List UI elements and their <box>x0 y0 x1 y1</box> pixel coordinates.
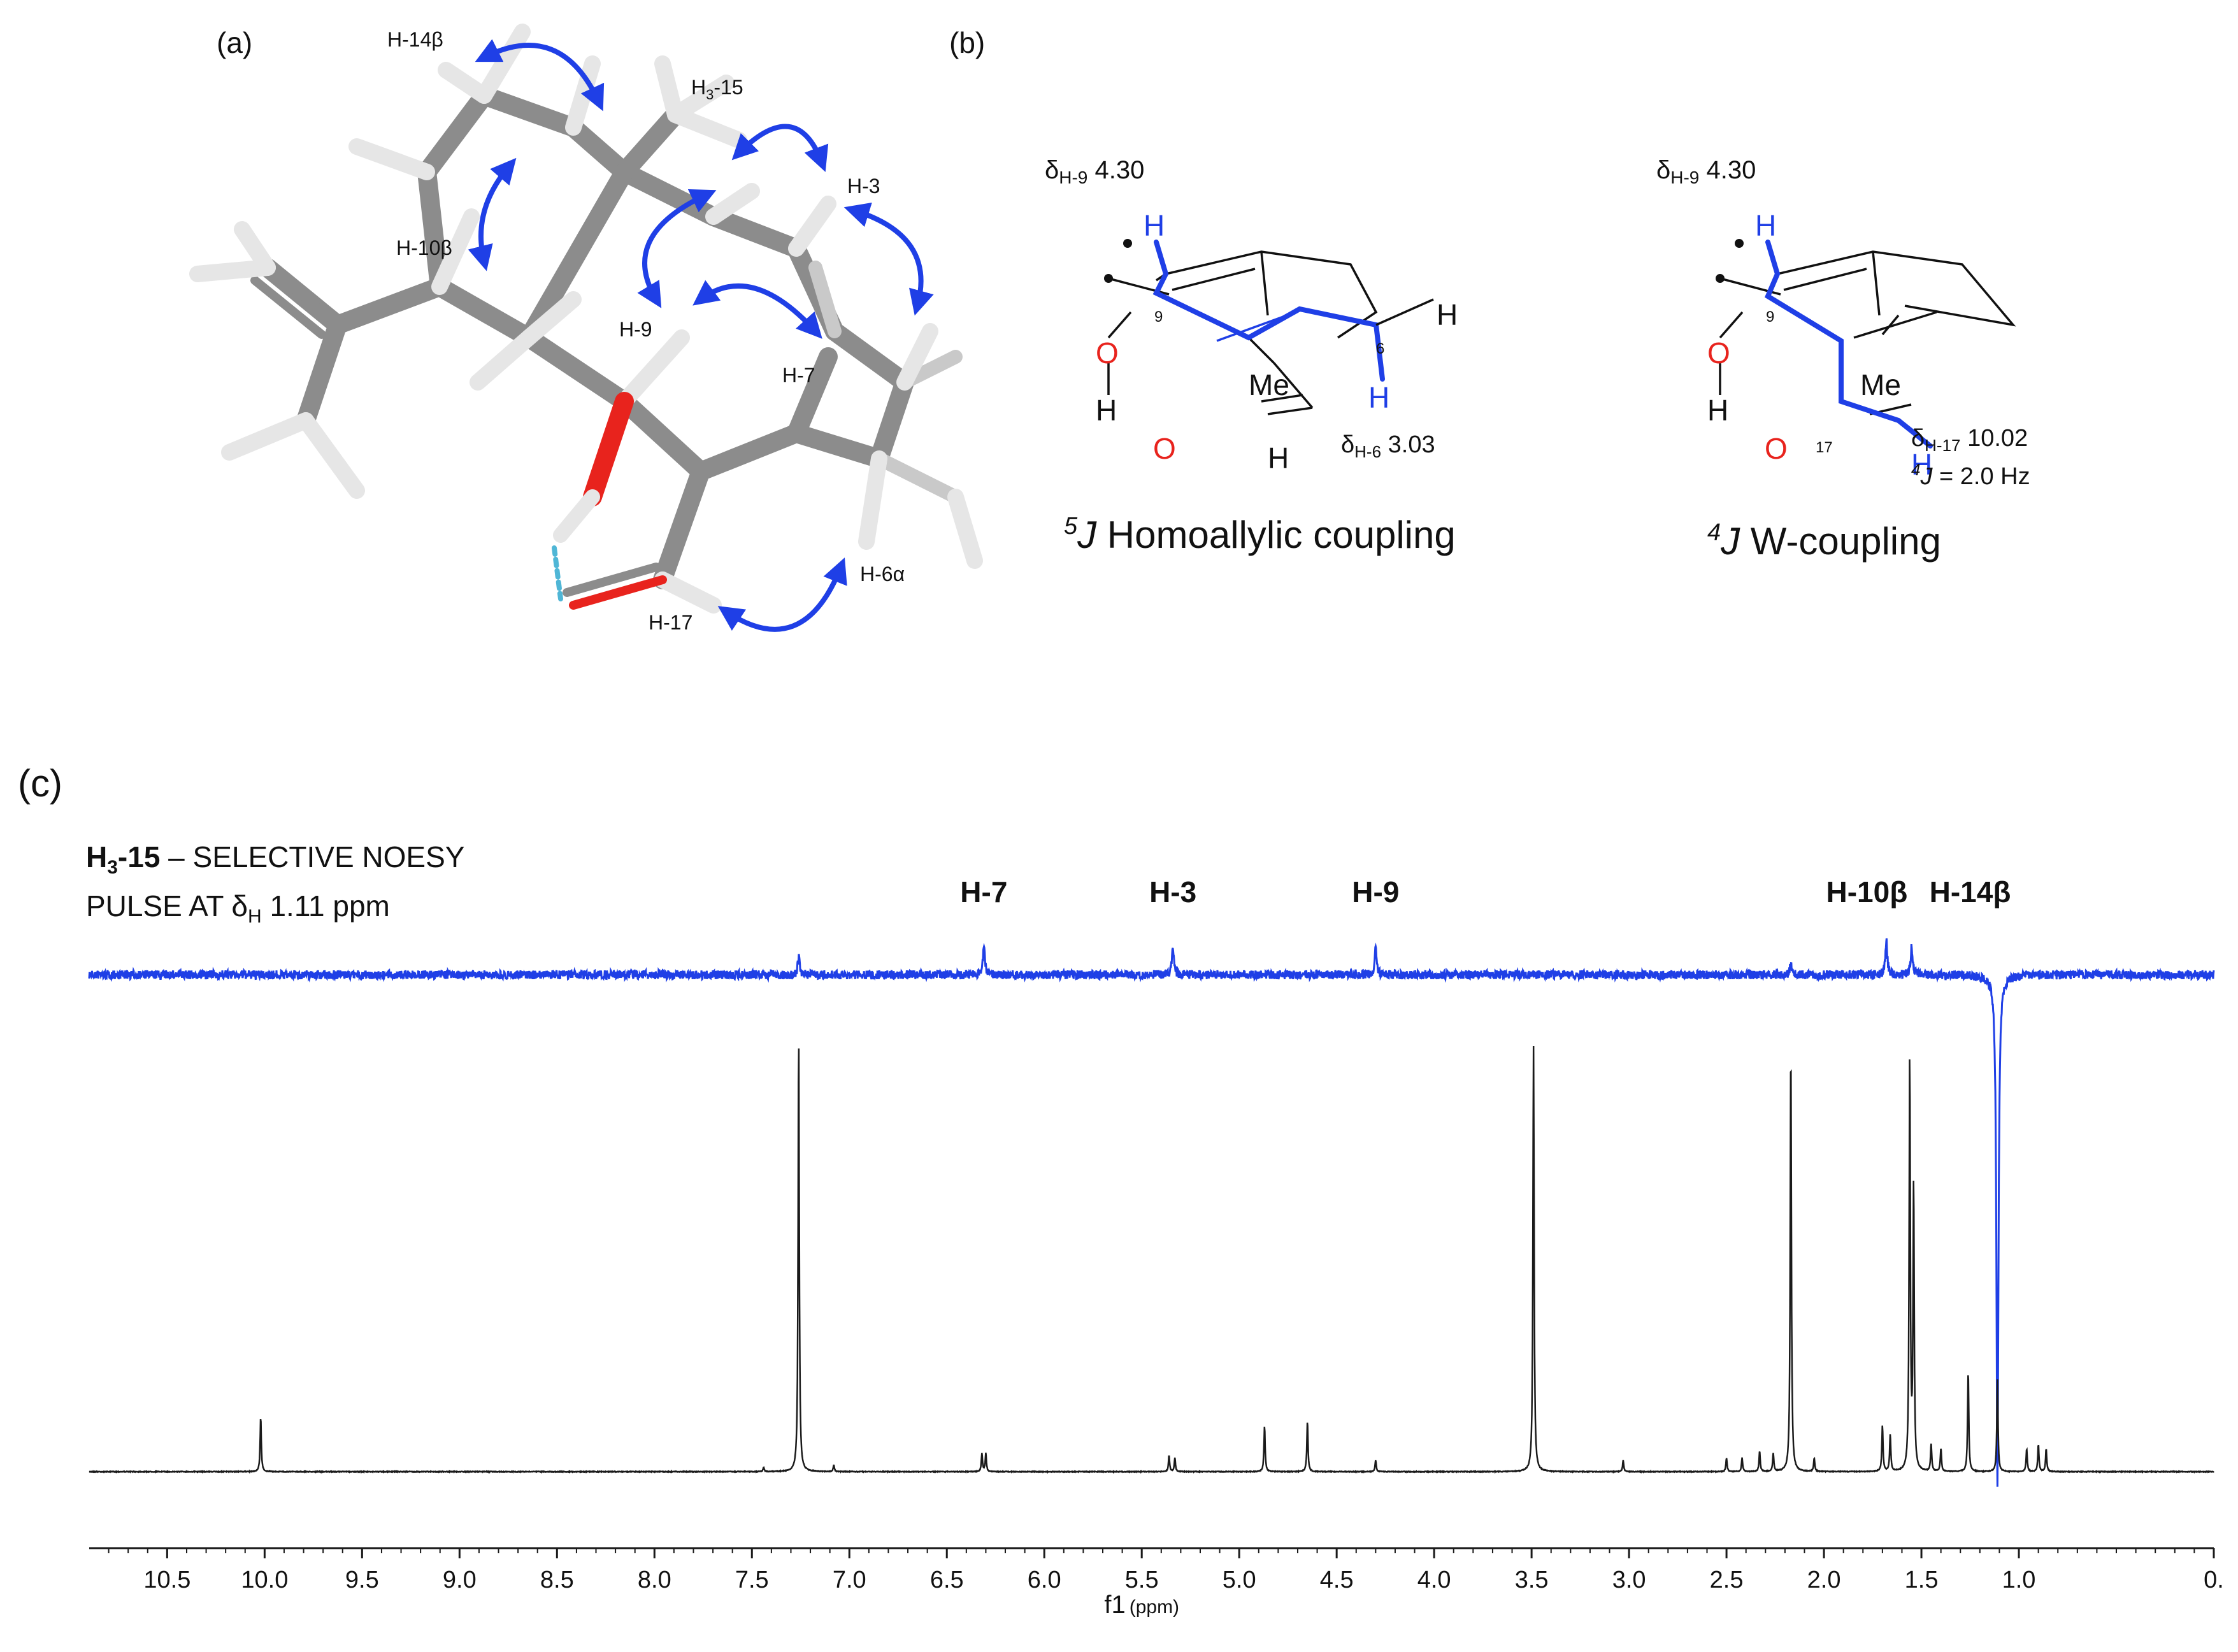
x-tick-label: 1.0 <box>2002 1567 2036 1593</box>
label-h6a: H-6α <box>860 563 905 585</box>
atom-o-cho-right: O <box>1765 432 1788 465</box>
proton-trace <box>89 1045 2214 1474</box>
x-tick-label: 7.5 <box>735 1567 769 1593</box>
atom-h9-left: H <box>1144 209 1165 242</box>
panel-b-letter: (b) <box>949 26 986 59</box>
x-tick-label: 6.0 <box>1028 1567 1061 1593</box>
panel-a-molecule: H-14β H3-15 H-3 H-10β H-9 H-7 H-6α H-17 <box>189 24 983 634</box>
x-tick-label: 10.5 <box>143 1567 190 1593</box>
x-tick-label: 5.5 <box>1125 1567 1159 1593</box>
noe-peak-label: H-9 <box>1352 879 1399 909</box>
caption-homoallylic: 5J Homoallylic coupling <box>1064 513 1456 556</box>
noesy-trace <box>88 938 2215 1487</box>
delta-h9-right: δH-9 4.30 <box>1656 156 1756 187</box>
label-h3: H-3 <box>847 175 880 198</box>
x-tick-label: 5.0 <box>1223 1567 1256 1593</box>
x-tick-label: 0. <box>2204 1567 2224 1593</box>
panel-b-right-structure: δH-9 4.30 H O H O H Me 9 17 δH-17 10.02 … <box>1656 156 2030 563</box>
x-tick-label: 8.5 <box>540 1567 574 1593</box>
noe-arrows <box>468 39 934 632</box>
panel-c-letter: (c) <box>18 762 62 805</box>
atom-o-cho-left: O <box>1153 432 1176 465</box>
atom-o-left: O <box>1096 336 1119 370</box>
x-tick-label: 6.5 <box>930 1567 964 1593</box>
delta-h9-left: δH-9 4.30 <box>1045 156 1144 187</box>
atom-h-oh-left: H <box>1096 394 1117 427</box>
atom-h6-left-b: H <box>1368 381 1389 414</box>
x-tick-label: 1.5 <box>1905 1567 1939 1593</box>
x-tick-label: 7.0 <box>833 1567 866 1593</box>
atom-h-oh-right: H <box>1707 394 1728 427</box>
label-h9: H-9 <box>619 318 652 341</box>
delta-h17-right: δH-17 10.02 <box>1911 425 2028 455</box>
label-me-right: Me <box>1860 368 1901 401</box>
num-6-left: 6 <box>1376 340 1384 357</box>
panel-c-title: H3-15 – SELECTIVE NOESY PULSE AT δH 1.11… <box>86 838 464 936</box>
caption-w-coupling: 4J W-coupling <box>1707 519 1941 563</box>
num-17-right: 17 <box>1816 439 1833 456</box>
x-tick-label: 4.0 <box>1417 1567 1451 1593</box>
atom-o-right: O <box>1707 336 1730 370</box>
x-tick-label: 3.5 <box>1515 1567 1549 1593</box>
noe-peak-label: H-3 <box>1149 879 1196 909</box>
panel-a-letter: (a) <box>217 26 253 59</box>
delta-h6-left: δH-6 3.03 <box>1341 431 1435 461</box>
noe-peak-label: H-7 <box>960 879 1007 909</box>
x-tick-label: 3.0 <box>1612 1567 1646 1593</box>
atom-h-cho-right: H <box>1911 448 1932 481</box>
stick-model <box>189 24 983 614</box>
x-tick-label: 10.0 <box>241 1567 288 1593</box>
label-h10b: H-10β <box>396 236 452 259</box>
label-h7: H-7 <box>782 364 815 387</box>
atom-h-cho-left: H <box>1268 442 1289 475</box>
num-9-right: 9 <box>1766 308 1774 326</box>
panel-b-left-structure: δH-9 4.30 H O H O H H H Me 9 6 δH-6 3.03… <box>1045 156 1458 556</box>
noesy-subtitle-line: PULSE AT δH 1.11 ppm <box>86 889 390 928</box>
nmr-spectrum: H-7 H-3 H-9 H-10β H-14β 10.5 10.0 9.5 9.0 8.5 8.0… <box>88 879 2224 1619</box>
atom-h6-left-a: H <box>1437 298 1458 331</box>
x-tick-label: 9.5 <box>345 1567 379 1593</box>
x-tick-label: 9.0 <box>443 1567 477 1593</box>
x-tick-label: 2.0 <box>1807 1567 1841 1593</box>
x-axis-label: f1(ppm) <box>1104 1591 1179 1619</box>
coupling-4j-right: 4J = 2.0 Hz <box>1911 460 2030 490</box>
x-axis-ticks: 10.5 10.0 9.5 9.0 8.5 8.0 7.5 7.0 6.5 6.0 5.5 5.0 4.… <box>108 1548 2224 1593</box>
x-tick-label: 2.5 <box>1710 1567 1744 1593</box>
x-tick-label: 8.0 <box>638 1567 671 1593</box>
label-h315: H3-15 <box>691 76 743 103</box>
noe-peak-label: H-10β <box>1826 879 1907 909</box>
label-h17: H-17 <box>649 611 692 634</box>
noe-peak-label: H-14β <box>1930 879 2011 909</box>
num-9-left: 9 <box>1154 308 1163 326</box>
label-me-left: Me <box>1249 368 1289 401</box>
x-tick-label: 4.5 <box>1320 1567 1354 1593</box>
noesy-title-line: H3-15 – SELECTIVE NOESY <box>86 840 465 879</box>
label-h14b: H-14β <box>387 28 443 51</box>
atom-h9-right: H <box>1755 209 1776 242</box>
noe-label-layer: H-7 H-3 H-9 H-10β H-14β <box>960 879 2011 909</box>
